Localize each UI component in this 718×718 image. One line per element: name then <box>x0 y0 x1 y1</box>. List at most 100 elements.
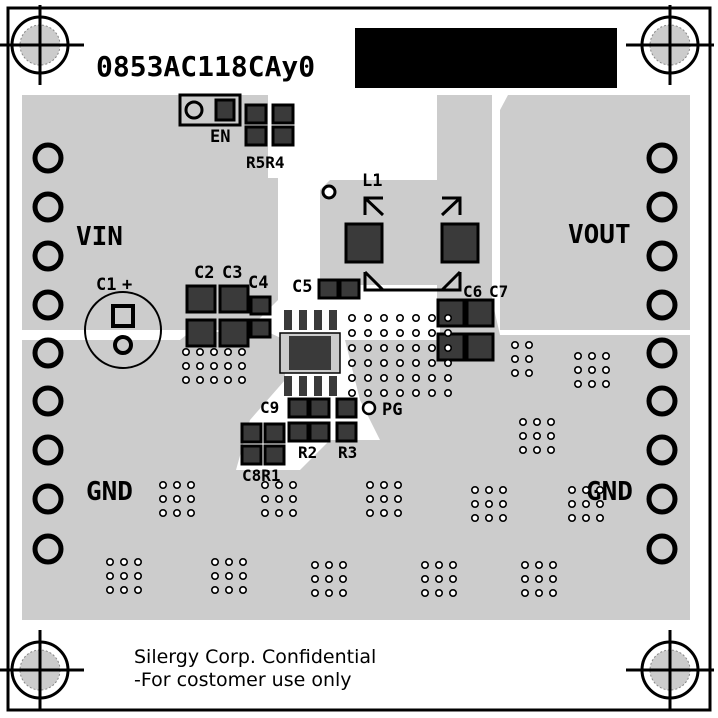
via <box>411 358 420 367</box>
via <box>187 508 196 517</box>
ic-pin <box>314 376 322 396</box>
via <box>393 508 402 517</box>
via <box>518 431 527 440</box>
r5-pad <box>244 125 268 147</box>
c1-polarity: + <box>122 275 132 295</box>
via <box>238 375 247 384</box>
left-header-pins <box>32 142 64 565</box>
c4-pad <box>249 295 272 316</box>
via <box>393 480 402 489</box>
via <box>274 508 283 517</box>
en-jumper-pin1 <box>184 100 204 120</box>
via <box>534 560 543 569</box>
via <box>524 354 533 363</box>
c2-pad <box>185 318 217 348</box>
via <box>524 368 533 377</box>
via <box>238 347 247 356</box>
via <box>365 508 374 517</box>
via <box>365 494 374 503</box>
via <box>379 508 388 517</box>
mounting-hole <box>626 630 714 710</box>
via <box>173 508 182 517</box>
via <box>363 373 372 382</box>
en-jumper-pin2 <box>214 98 236 122</box>
via <box>434 574 443 583</box>
header-pin <box>646 191 678 223</box>
via <box>379 358 388 367</box>
mounting-hole <box>626 5 714 85</box>
header-pin <box>32 337 64 369</box>
header-pin <box>646 337 678 369</box>
c3-label: C3 <box>222 263 242 283</box>
via <box>443 358 452 367</box>
via <box>347 373 356 382</box>
header-pin <box>646 434 678 466</box>
footer-confidential: Silergy Corp. Confidential <box>134 646 376 668</box>
c4-label: C4 <box>248 273 268 293</box>
via <box>260 480 269 489</box>
via <box>347 313 356 322</box>
via <box>411 328 420 337</box>
via <box>548 574 557 583</box>
via <box>338 574 347 583</box>
via <box>210 347 219 356</box>
via <box>395 313 404 322</box>
via <box>587 379 596 388</box>
c9-pad <box>287 421 310 443</box>
via <box>379 494 388 503</box>
ic-thermal-pad <box>289 336 331 370</box>
l1-pad <box>440 222 480 264</box>
via <box>498 513 507 522</box>
gnd-right-label: GND <box>586 477 633 507</box>
via <box>260 494 269 503</box>
via <box>159 508 168 517</box>
via <box>470 485 479 494</box>
r3-label: R3 <box>338 443 357 462</box>
c1-label: C1 <box>96 275 116 295</box>
ic-pin <box>284 376 292 396</box>
via <box>274 480 283 489</box>
via <box>363 343 372 352</box>
l1-outline <box>363 196 462 292</box>
ic-pin <box>299 376 307 396</box>
via <box>595 485 604 494</box>
via <box>510 368 519 377</box>
via <box>225 585 234 594</box>
en-label: EN <box>210 127 230 147</box>
via <box>106 557 115 566</box>
c5-label: C5 <box>292 277 312 297</box>
via <box>395 373 404 382</box>
via <box>159 480 168 489</box>
via <box>347 358 356 367</box>
r5-pad <box>244 103 268 125</box>
via <box>211 585 220 594</box>
c2-pad <box>185 284 217 314</box>
r2-label: R2 <box>298 443 317 462</box>
via <box>567 513 576 522</box>
via <box>532 445 541 454</box>
r3-pad <box>335 421 358 443</box>
via <box>587 365 596 374</box>
via <box>182 375 191 384</box>
c1-pad-minus <box>113 335 133 355</box>
via <box>196 347 205 356</box>
via <box>210 375 219 384</box>
via <box>434 560 443 569</box>
header-pin <box>32 142 64 174</box>
c9-label: C9 <box>260 398 279 417</box>
via <box>393 494 402 503</box>
via <box>443 313 452 322</box>
l1-label: L1 <box>362 171 382 191</box>
pg-testpoint <box>361 400 377 416</box>
via <box>532 431 541 440</box>
via <box>573 365 582 374</box>
via <box>520 588 529 597</box>
gnd-left-label: GND <box>86 477 133 507</box>
via <box>484 513 493 522</box>
l1-pad <box>344 222 384 264</box>
via <box>365 480 374 489</box>
via <box>420 560 429 569</box>
via <box>363 328 372 337</box>
via <box>520 574 529 583</box>
via <box>427 343 436 352</box>
